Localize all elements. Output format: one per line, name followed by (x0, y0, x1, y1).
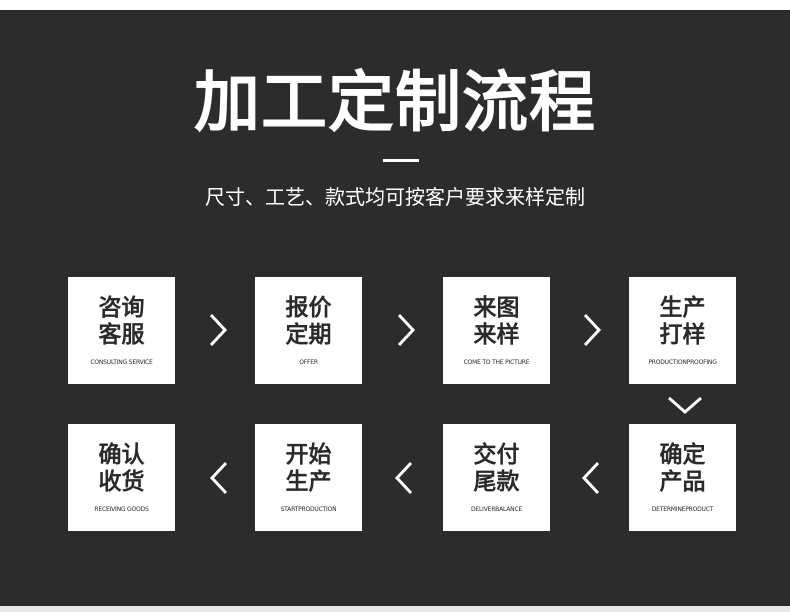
step-subtitle: STARTPRODUCTION (280, 506, 337, 513)
chevron-down-icon (667, 394, 703, 416)
step-title: 咨询 客服 (98, 295, 145, 348)
step-production-proofing: 生产 打样 PRODUCTIONPROOFING (629, 277, 736, 384)
step-title: 来图 来样 (473, 295, 520, 348)
step-title: 交付 尾款 (473, 442, 520, 495)
step-title: 报价 定期 (285, 295, 332, 348)
step-title: 确定 产品 (659, 442, 706, 495)
step-start-production: 开始 生产 STARTPRODUCTION (255, 424, 362, 531)
step-subtitle: DELIVERBALANCE (470, 506, 523, 513)
step-offer: 报价 定期 OFFER (255, 277, 362, 384)
step-subtitle: OFFER (299, 359, 318, 366)
step-come-to-picture: 来图 来样 COME TO THE PICTURE (443, 277, 550, 384)
step-subtitle: DETERMINEPRODUCT (651, 506, 714, 513)
page-title: 加工定制流程 (194, 64, 596, 141)
chevron-left-icon (206, 461, 232, 495)
bottom-strip (0, 606, 790, 612)
page-subtitle: 尺寸、工艺、款式均可按客户要求来样定制 (205, 185, 585, 209)
step-title: 开始 生产 (285, 442, 332, 495)
step-deliver-balance: 交付 尾款 DELIVERBALANCE (443, 424, 550, 531)
title-divider (383, 159, 419, 162)
chevron-left-icon (578, 461, 604, 495)
step-subtitle: COME TO THE PICTURE (463, 359, 530, 366)
step-title: 确认 收货 (98, 442, 145, 495)
step-title: 生产 打样 (659, 295, 706, 348)
chevron-left-icon (391, 461, 417, 495)
chevron-right-icon (393, 313, 419, 347)
chevron-right-icon (205, 313, 231, 347)
step-subtitle: CONSULTING SERVICE (90, 359, 153, 366)
step-subtitle: PRODUCTIONPROOFING (648, 359, 717, 366)
step-consulting-service: 咨询 客服 CONSULTING SERVICE (68, 277, 175, 384)
step-subtitle: RECEIVING GOODS (94, 506, 149, 513)
step-determine-product: 确定 产品 DETERMINEPRODUCT (629, 424, 736, 531)
step-receiving-goods: 确认 收货 RECEIVING GOODS (68, 424, 175, 531)
chevron-right-icon (579, 313, 605, 347)
